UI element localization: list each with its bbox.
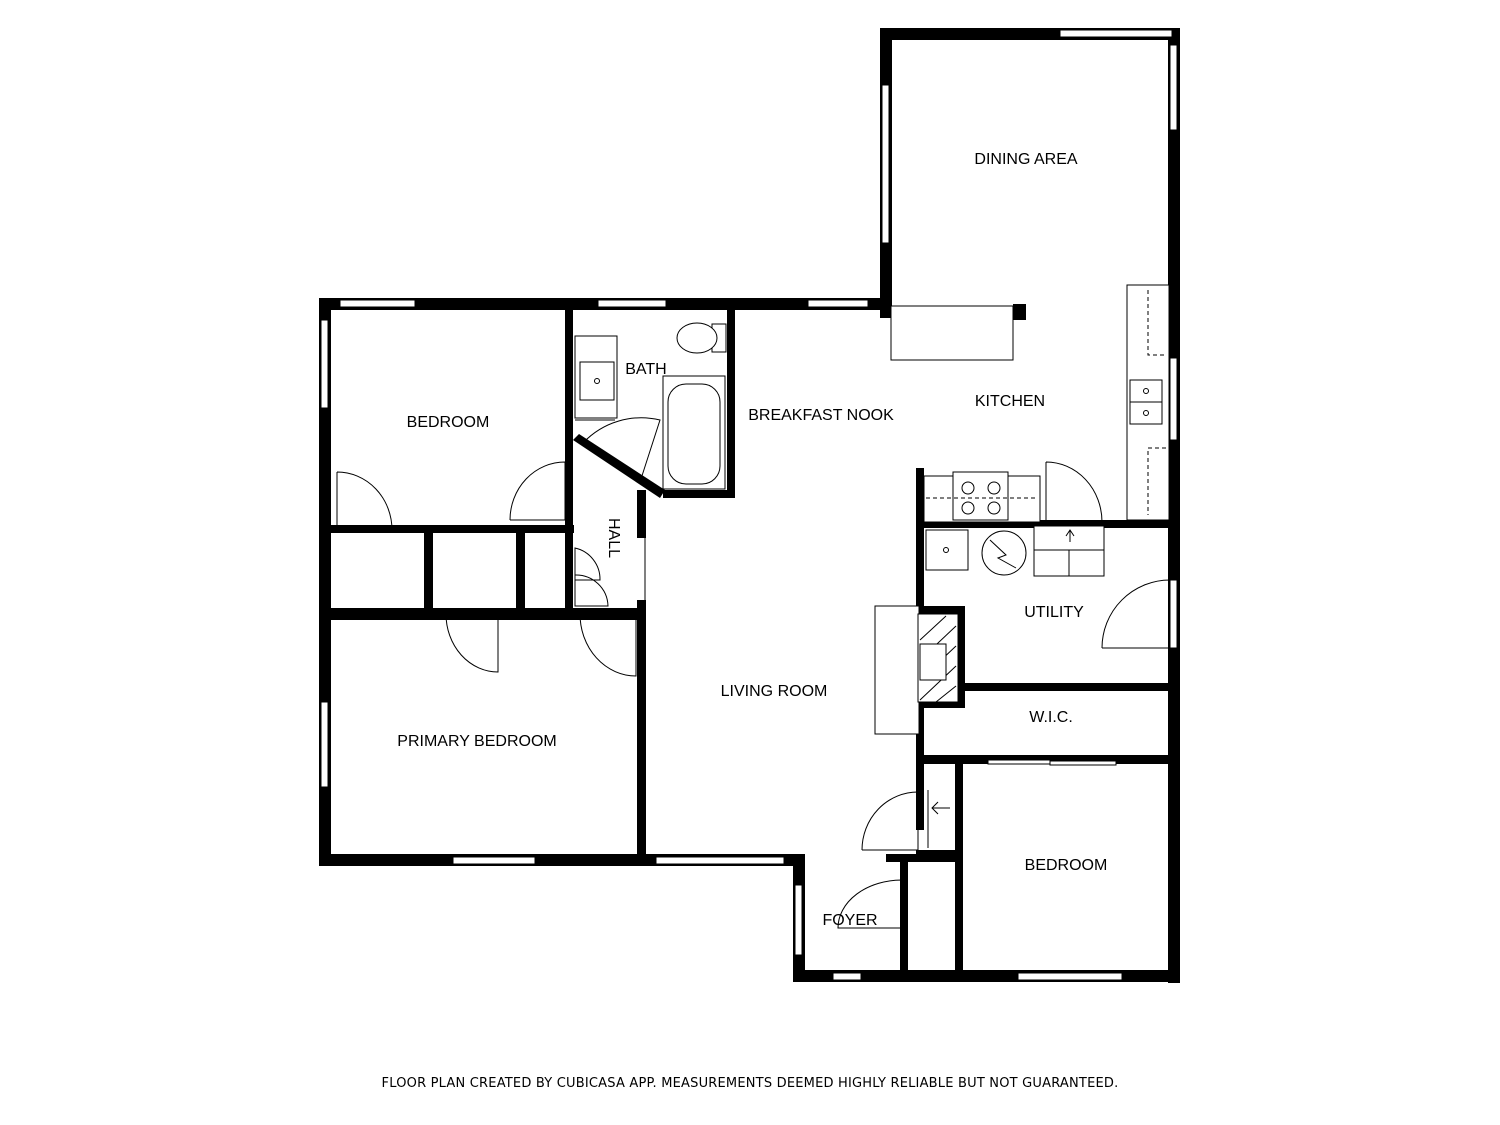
label-bedroom-se: BEDROOM (1025, 857, 1108, 874)
label-kitchen: KITCHEN (975, 393, 1045, 410)
label-living-room: LIVING ROOM (721, 683, 828, 700)
windows (320, 29, 1178, 981)
label-bath: BATH (625, 361, 666, 378)
label-wic: W.I.C. (1029, 709, 1073, 726)
fixtures (574, 284, 1170, 848)
label-hall: HALL (605, 518, 622, 558)
disclaimer-footer: FLOOR PLAN CREATED BY CUBICASA APP. MEAS… (381, 1076, 1119, 1091)
label-foyer: FOYER (822, 912, 877, 929)
fireplace-hatch (919, 615, 957, 703)
label-utility: UTILITY (1024, 604, 1084, 621)
doors (336, 417, 1171, 929)
label-dining-area: DINING AREA (974, 151, 1077, 168)
label-primary-bedroom: PRIMARY BEDROOM (397, 733, 556, 750)
label-breakfast-nook: BREAKFAST NOOK (748, 407, 894, 424)
room-labels: DINING AREA BEDROOM BATH BREAKFAST NOOK … (397, 151, 1107, 929)
label-bedroom-nw: BEDROOM (407, 414, 490, 431)
walls (319, 28, 1180, 983)
